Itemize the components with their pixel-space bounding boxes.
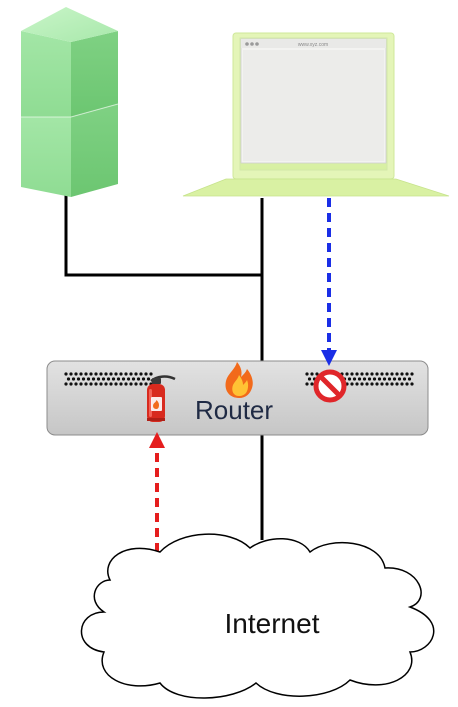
internet-cloud[interactable]: Internet [80, 533, 435, 699]
server-icon[interactable] [21, 7, 119, 197]
cloud-shape [80, 533, 435, 699]
fire-icon [225, 362, 253, 398]
window-zoom-dot [255, 42, 259, 46]
vent-dots-icon [64, 372, 153, 386]
no-entry-icon [313, 369, 347, 403]
laptop-base [182, 178, 450, 197]
inbound-traffic-arrow [149, 432, 165, 552]
window-minimize-dot [250, 42, 254, 46]
browser-url: www.xyz.com [298, 42, 328, 48]
laptop-icon[interactable]: www.xyz.com [182, 32, 450, 197]
fire-extinguisher-icon [147, 375, 176, 422]
window-close-dot [245, 42, 249, 46]
wires [64, 195, 264, 540]
router[interactable]: Router [46, 360, 429, 436]
internet-label: Internet [225, 608, 320, 639]
blocked-traffic-arrow [321, 198, 337, 366]
server-wire [64, 195, 262, 277]
router-label: Router [195, 395, 273, 425]
